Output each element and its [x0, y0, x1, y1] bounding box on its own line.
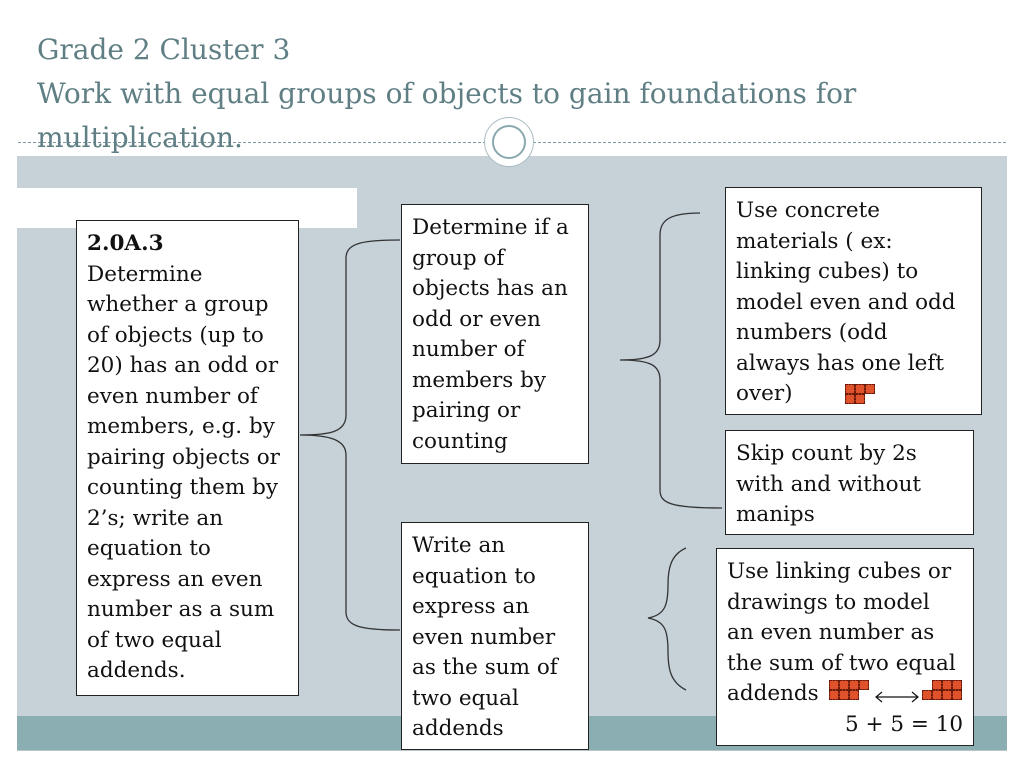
box-text-line: manips — [736, 502, 815, 527]
write-equation-box: Write an equation to express an even num… — [401, 522, 589, 750]
concrete-materials-box: Use concrete materials ( ex: linking cub… — [725, 187, 982, 415]
box-text-line: an even number as — [727, 620, 935, 645]
box-text-line: group of — [412, 245, 505, 271]
standard-text-line: whether a group — [87, 292, 269, 317]
box-text-line: linking cubes) to — [736, 259, 919, 284]
box-text-line: addends — [412, 716, 504, 741]
standard-text-line: number as a sum — [87, 597, 275, 622]
title-line-1: Grade 2 Cluster 3 — [37, 33, 291, 66]
box-text-line: counting — [412, 428, 508, 454]
right-cubes-group-icon — [922, 680, 962, 700]
standard-text-line: express an even — [87, 566, 263, 592]
brace-right-bottom — [647, 547, 687, 691]
standard-text-line: members, e.g. by — [87, 414, 275, 439]
double-arrow-icon — [875, 691, 919, 703]
box-text-line: over) — [736, 381, 793, 406]
circle-ornament-icon — [485, 118, 533, 166]
box-text-line: numbers (odd — [736, 320, 888, 345]
box-text-line: two equal — [412, 685, 519, 711]
odd-cubes-icon — [845, 384, 875, 404]
skip-count-box: Skip count by 2s with and without manips — [725, 430, 974, 535]
standard-text-line: addends. — [87, 658, 186, 683]
standard-text-line: 2’s; write an — [87, 505, 224, 531]
box-text-line: model even and odd — [736, 289, 956, 315]
box-text-line: Determine if a — [412, 215, 569, 240]
box-text-line: odd or even — [412, 306, 541, 332]
box-text-line: the sum of two equal — [727, 650, 956, 676]
standard-text-line: Determine — [87, 261, 203, 287]
title-line-2: Work with equal groups of objects to gai… — [37, 77, 857, 110]
standard-text-line: 20) has an odd or — [87, 353, 279, 378]
standard-text-line: pairing objects or — [87, 444, 280, 470]
box-text-line: objects has an — [412, 276, 568, 301]
standard-text-line: even number of — [87, 383, 258, 409]
box-text-line: with and without — [736, 471, 922, 497]
box-text-line: Use concrete — [736, 198, 880, 223]
standard-text-line: of two equal — [87, 627, 222, 653]
box-text-line: even number — [412, 624, 556, 650]
standard-box: 2.0A.3 Determine whether a group of obje… — [76, 220, 299, 696]
box-text-line: Skip count by 2s — [736, 441, 917, 466]
standard-text-line: of objects (up to — [87, 322, 264, 348]
left-cubes-group-icon — [829, 680, 869, 700]
box-text-line: equation to — [412, 563, 536, 589]
determine-odd-even-box: Determine if a group of objects has an o… — [401, 204, 589, 464]
slide-title: Grade 2 Cluster 3 Work with equal groups… — [37, 28, 977, 160]
box-text-line: always has one left — [736, 350, 945, 376]
standard-text-line: counting them by — [87, 475, 278, 500]
box-text-line: Write an — [412, 533, 506, 558]
equation-text: 5 + 5 = 10 — [845, 712, 964, 737]
title-line-3: multiplication. — [37, 121, 243, 154]
box-text-line: addends — [727, 681, 819, 706]
box-text-line: drawings to model — [727, 589, 930, 615]
standard-text-line: equation to — [87, 536, 211, 561]
box-text-line: as the sum of — [412, 655, 558, 680]
box-text-line: pairing or — [412, 398, 521, 423]
brace-left — [299, 239, 401, 631]
box-text-line: Use linking cubes or — [727, 559, 952, 584]
standard-code: 2.0A.3 — [87, 231, 164, 256]
box-text-line: members by — [412, 367, 547, 393]
brace-right-top — [619, 212, 723, 509]
linking-cubes-box: Use linking cubes or drawings to model a… — [716, 548, 974, 746]
box-text-line: number of — [412, 337, 525, 362]
box-text-line: express an — [412, 594, 530, 619]
box-text-line: materials ( ex: — [736, 228, 893, 254]
